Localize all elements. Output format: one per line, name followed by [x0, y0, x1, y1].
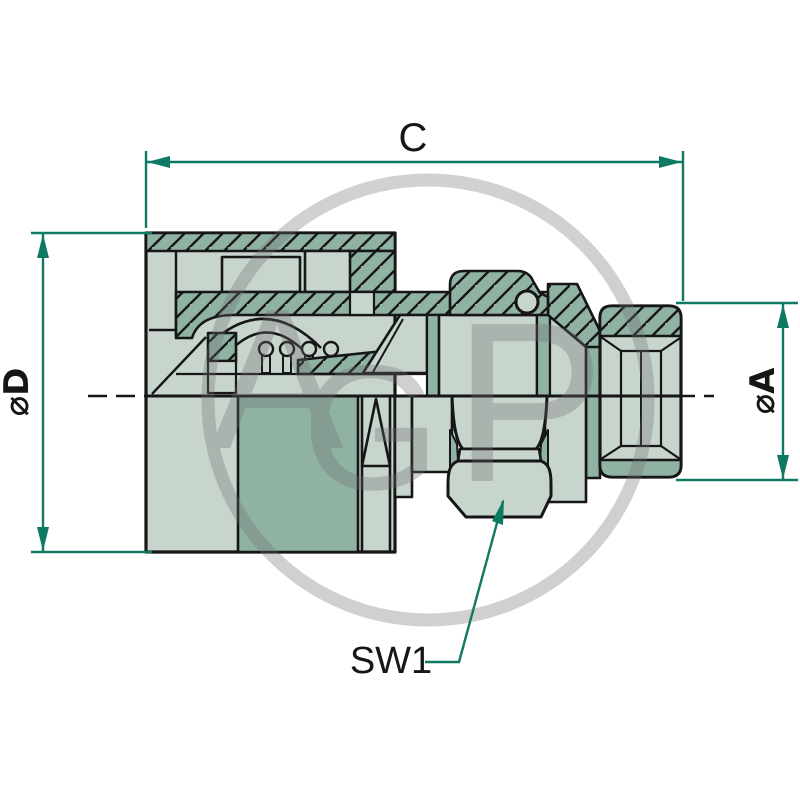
body-step	[348, 290, 376, 317]
o-ring-ball	[514, 289, 540, 315]
sw1-leader-line	[425, 500, 505, 664]
sw1-arrowhead	[492, 499, 504, 525]
arrowhead-up	[777, 304, 789, 328]
watermark-letter-a: A	[210, 268, 344, 491]
chamfer-line	[151, 336, 207, 395]
valve-dome-inner-arc	[230, 331, 306, 353]
watermark-circle	[201, 173, 655, 627]
thread-chamfer-line	[600, 336, 622, 352]
arrowhead-right	[659, 156, 682, 168]
dimension-label-a: ⌀A	[743, 367, 783, 414]
dimension-c	[144, 151, 685, 301]
dimensions: C ⌀D ⌀A SW1	[0, 116, 798, 682]
dimension-label-c: C	[399, 116, 428, 160]
sleeve-window	[220, 255, 302, 294]
arrowhead-down	[37, 527, 49, 551]
poppet-cone-line	[372, 318, 404, 373]
watermark-letter-p: P	[453, 276, 605, 530]
wrench-label-sw1: SW1	[350, 640, 432, 682]
watermark: A G P	[201, 173, 655, 627]
sleeve-window	[303, 249, 352, 294]
sleeve-hatch-band	[144, 231, 397, 253]
hex-nut	[446, 394, 553, 519]
dimension-d	[31, 231, 152, 554]
arrowhead-up	[37, 234, 49, 258]
sleeve-hatch-block	[346, 249, 397, 294]
dimension-a	[676, 301, 798, 482]
coupling-drawing	[144, 231, 683, 554]
watermark-letter-g: G	[302, 328, 440, 527]
thread-chamfer-line	[660, 337, 681, 352]
sleeve-lower-dark-section	[236, 394, 360, 554]
arrowhead-down	[777, 455, 789, 479]
seal-seat	[206, 359, 238, 395]
thread-chamfer-line	[660, 445, 681, 460]
male-end-hatch-band	[598, 304, 683, 338]
detent-triangle-mark	[360, 397, 392, 468]
dimension-label-d: ⌀D	[0, 368, 37, 417]
thread-chamfer-line	[600, 445, 622, 460]
male-end-dark-band	[598, 458, 683, 479]
arrowhead-left	[147, 156, 170, 168]
